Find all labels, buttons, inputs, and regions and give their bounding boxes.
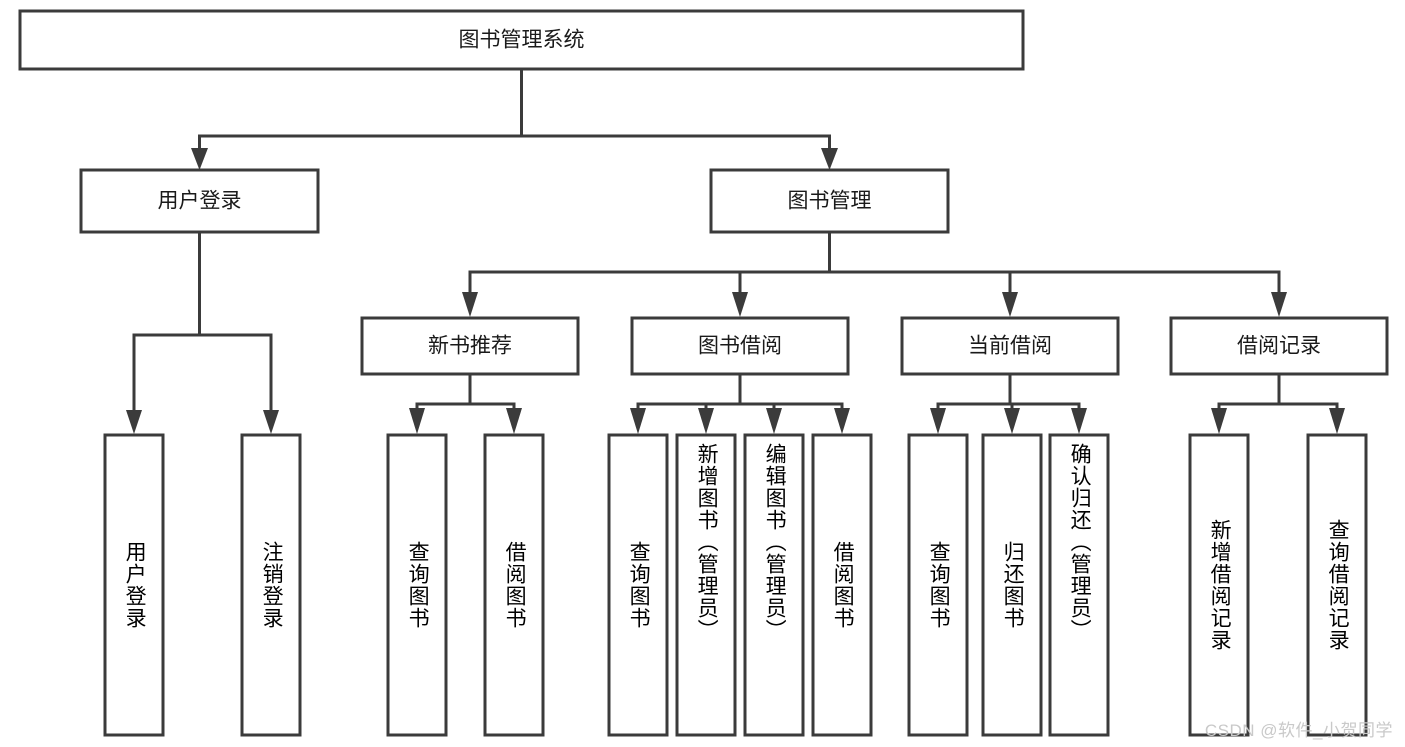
node-leaf-add-record-box[interactable]	[1188, 433, 1250, 737]
arrowhead-leaf-edit-book	[766, 408, 782, 434]
node-new-book-recommend[interactable]: 新书推荐	[360, 316, 580, 376]
node-root[interactable]: 图书管理系统	[18, 9, 1025, 71]
node-leaf-borrow-book-box[interactable]	[811, 433, 873, 737]
arrowhead-leaf-add-book	[698, 408, 714, 434]
arrowhead-leaf-confirm-return	[1071, 408, 1087, 434]
node-borrow-record-box[interactable]	[1169, 316, 1389, 376]
node-leaf-return-book-box[interactable]	[981, 433, 1043, 737]
node-leaf-edit-book-box[interactable]	[743, 433, 805, 737]
node-leaf-borrow-book-rec-box[interactable]	[483, 433, 545, 737]
node-leaf-query-record-box[interactable]	[1306, 433, 1368, 737]
node-root-label: 图书管理系统	[459, 29, 585, 52]
arrowhead-borrow-record	[1271, 292, 1287, 317]
node-current-borrow-box[interactable]	[900, 316, 1120, 376]
arrowhead-current-borrow	[1002, 292, 1018, 317]
node-current-borrow[interactable]: 当前借阅	[900, 316, 1120, 376]
node-book-borrow-label: 图书借阅	[698, 335, 782, 358]
node-new-book-recommend-label: 新书推荐	[428, 335, 512, 358]
node-user-login-label: 用户登录	[158, 190, 242, 213]
arrowhead-leaf-user-logout	[263, 410, 279, 434]
node-leaf-query-book-borrow-box[interactable]	[607, 433, 669, 737]
arrowhead-user-login	[191, 148, 208, 170]
arrowhead-leaf-add-record	[1211, 408, 1227, 434]
arrowhead-leaf-borrow-book	[834, 408, 850, 434]
arrowhead-leaf-query-record	[1329, 408, 1345, 434]
node-root-box[interactable]	[18, 9, 1025, 71]
node-new-book-recommend-box[interactable]	[360, 316, 580, 376]
arrowhead-leaf-query-book-cur	[930, 408, 946, 434]
arrowhead-book-borrow	[732, 292, 748, 317]
arrowhead-book-manage	[821, 148, 838, 170]
node-borrow-record[interactable]: 借阅记录	[1169, 316, 1389, 376]
node-book-manage[interactable]: 图书管理	[709, 168, 950, 234]
node-book-manage-label: 图书管理	[788, 190, 872, 213]
arrowhead-new-book-recommend	[462, 292, 478, 317]
node-borrow-record-label: 借阅记录	[1237, 335, 1321, 358]
node-leaf-add-book-box[interactable]	[675, 433, 737, 737]
node-book-borrow[interactable]: 图书借阅	[630, 316, 850, 376]
node-book-borrow-box[interactable]	[630, 316, 850, 376]
node-user-login[interactable]: 用户登录	[79, 168, 320, 234]
node-user-login-box[interactable]	[79, 168, 320, 234]
arrowhead-leaf-query-book-borrow	[630, 408, 646, 434]
leaf-box-layer	[103, 433, 1368, 737]
node-leaf-query-book-rec-box[interactable]	[386, 433, 448, 737]
node-leaf-confirm-return-box[interactable]	[1048, 433, 1110, 737]
watermark-text: CSDN @软件_小贺同学	[1204, 721, 1393, 740]
arrowhead-leaf-return-book	[1004, 408, 1020, 434]
node-current-borrow-label: 当前借阅	[968, 335, 1052, 358]
arrowhead-leaf-query-book-rec	[409, 408, 425, 434]
node-book-manage-box[interactable]	[709, 168, 950, 234]
node-leaf-query-book-cur-box[interactable]	[907, 433, 969, 737]
arrowhead-leaf-borrow-book-rec	[506, 408, 522, 434]
connector-layer	[126, 67, 1345, 434]
node-leaf-user-login-box[interactable]	[103, 433, 165, 737]
node-leaf-user-logout-box[interactable]	[240, 433, 302, 737]
arrowhead-leaf-user-login	[126, 410, 142, 434]
